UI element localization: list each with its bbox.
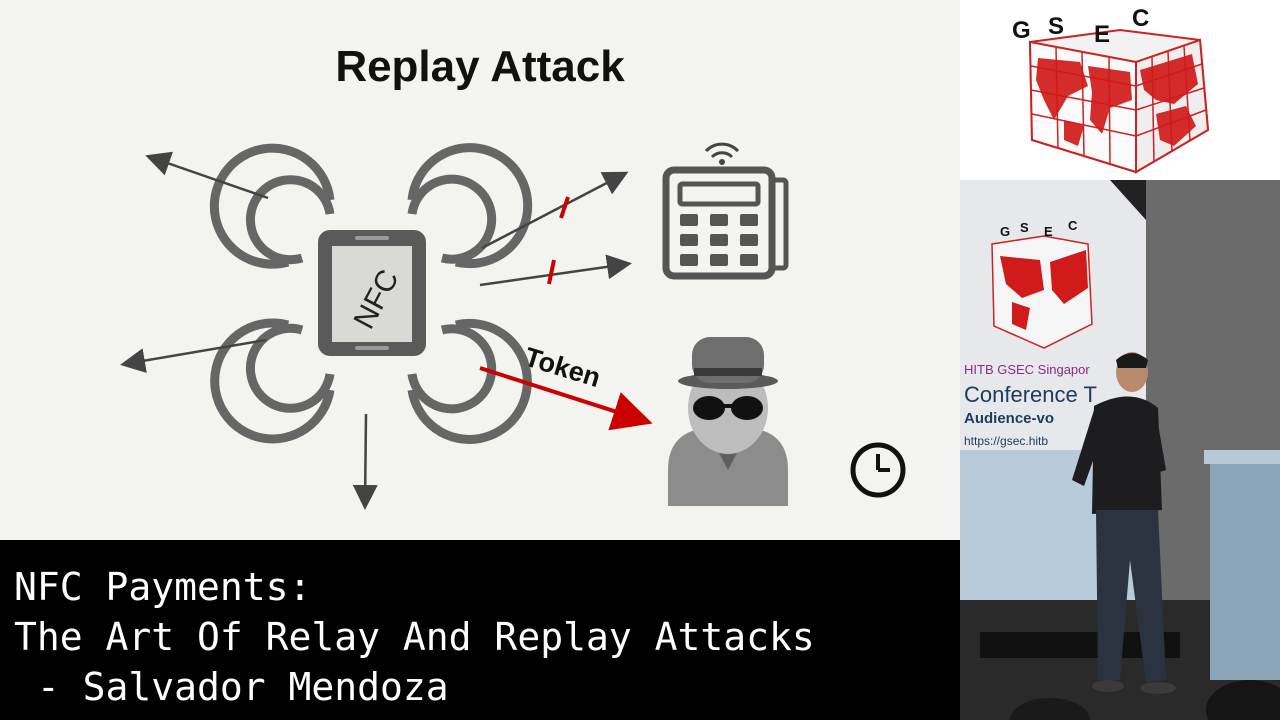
token-arrow <box>479 366 653 431</box>
clock-icon <box>850 442 906 498</box>
blocked-marks <box>547 196 570 285</box>
presentation-slide: Replay Attack NFC <box>0 0 960 540</box>
talk-caption: NFC Payments: The Art Of Relay And Repla… <box>0 540 960 720</box>
logo-letter-g: G <box>1012 17 1031 44</box>
caption-line-1: NFC Payments: <box>14 565 312 609</box>
logo-letter-c: C <box>1132 5 1149 32</box>
broadcast-arrows <box>120 151 632 510</box>
slide-title: Replay Attack <box>335 42 625 91</box>
svg-text:E: E <box>1044 224 1053 239</box>
banner-headline: Conference T <box>964 382 1097 407</box>
svg-text:C: C <box>1068 218 1078 233</box>
svg-text:G: G <box>1000 224 1010 239</box>
gsec-cube-logo: G S E C <box>1012 5 1210 174</box>
nfc-wave-icon <box>209 143 533 444</box>
payment-terminal-icon <box>662 142 789 280</box>
spy-attacker-icon <box>668 337 788 506</box>
logo-letter-e: E <box>1094 21 1110 48</box>
banner-url: https://gsec.hitb <box>964 434 1049 448</box>
speaker-person <box>1072 352 1176 694</box>
svg-text:S: S <box>1020 220 1029 235</box>
replay-attack-diagram: NFC Token <box>120 142 906 510</box>
phone-icon <box>318 230 426 356</box>
banner-org-text: HITB GSEC Singapor <box>964 362 1090 377</box>
logo-letter-s: S <box>1048 13 1064 40</box>
caption-line-3: - Salvador Mendoza <box>14 665 449 709</box>
banner-subline: Audience-vo <box>964 410 1055 427</box>
conference-logo-panel: G S E C <box>960 0 1280 180</box>
caption-line-2: The Art Of Relay And Replay Attacks <box>14 615 815 659</box>
